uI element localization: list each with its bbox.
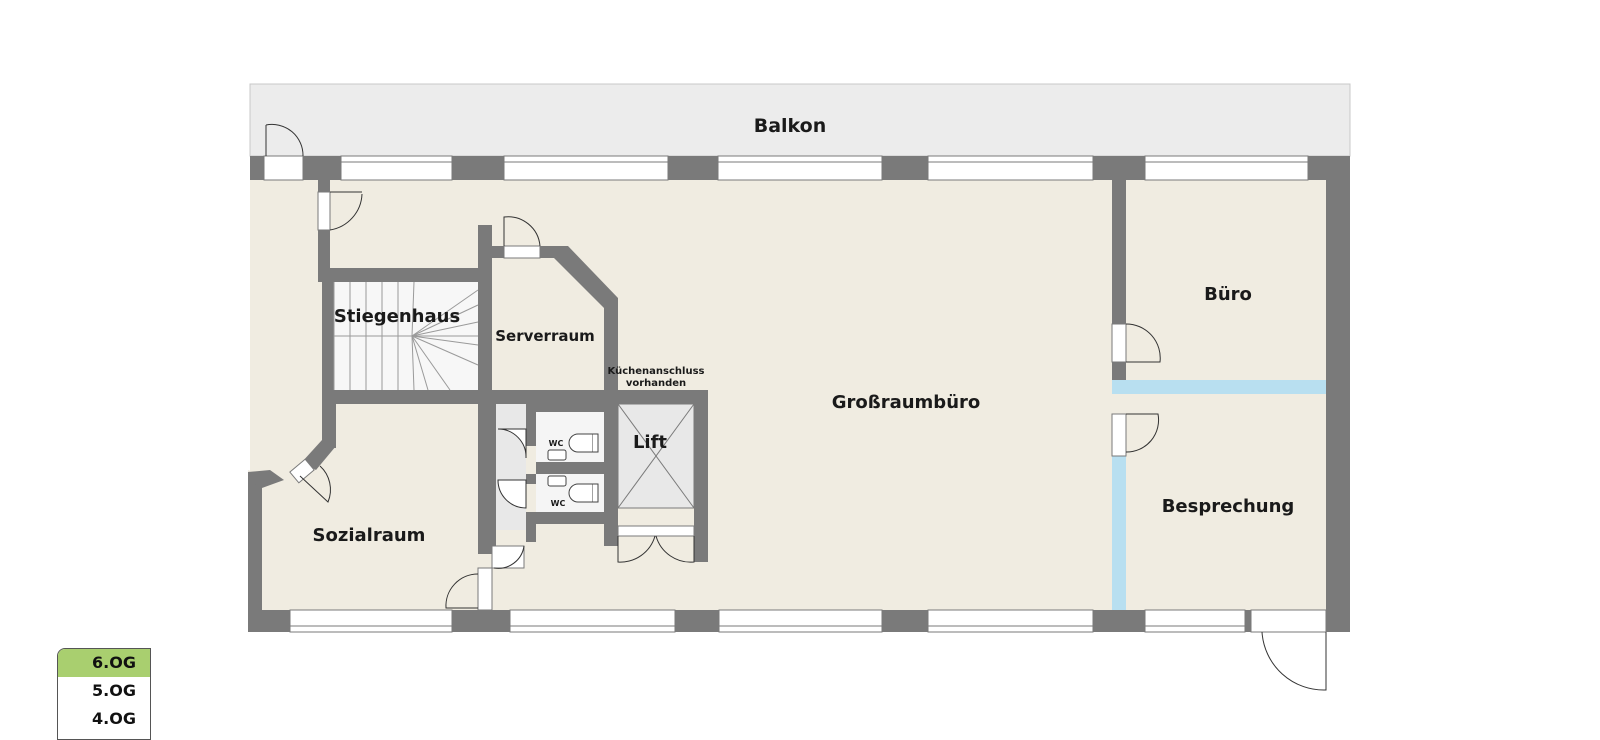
label-grossraumbuero: Großraumbüro: [832, 392, 981, 413]
floor-item-6og[interactable]: 6.OG: [58, 649, 150, 677]
label-buero: Büro: [1204, 284, 1252, 305]
label-stiegenhaus: Stiegenhaus: [334, 306, 460, 327]
label-wc-1: WC: [549, 439, 564, 448]
label-balkon: Balkon: [754, 115, 827, 137]
wc-area: [496, 404, 604, 530]
label-serverraum: Serverraum: [495, 327, 595, 345]
label-wc-2: WC: [551, 499, 566, 508]
windows-bottom: [289, 609, 1246, 633]
floor-item-5og[interactable]: 5.OG: [92, 681, 136, 700]
floor-item-4og[interactable]: 4.OG: [92, 709, 136, 728]
staircase: [322, 281, 479, 394]
windows-top: [340, 155, 1309, 181]
label-besprechung: Besprechung: [1162, 496, 1295, 517]
label-kuechen-line1: Küchenanschluss: [608, 366, 705, 377]
doors[interactable]: [289, 191, 1327, 691]
glass-partitions: [1112, 380, 1326, 610]
label-sozialraum: Sozialraum: [313, 525, 426, 546]
sink-icon: [547, 449, 567, 487]
label-lift: Lift: [633, 432, 667, 453]
lift-shaft: [617, 403, 695, 509]
outer-walls: [248, 156, 1350, 632]
toilet-icon: [568, 433, 599, 503]
floor-plan: Balkon Stiegenhaus Serverraum Küchenansc…: [248, 83, 1351, 691]
balcony-area: [249, 83, 1351, 157]
floor-selector: 6.OG 5.OG 4.OG: [57, 648, 151, 740]
label-kuechen-line2: vorhanden: [626, 378, 686, 389]
balcony-door[interactable]: [263, 123, 304, 181]
